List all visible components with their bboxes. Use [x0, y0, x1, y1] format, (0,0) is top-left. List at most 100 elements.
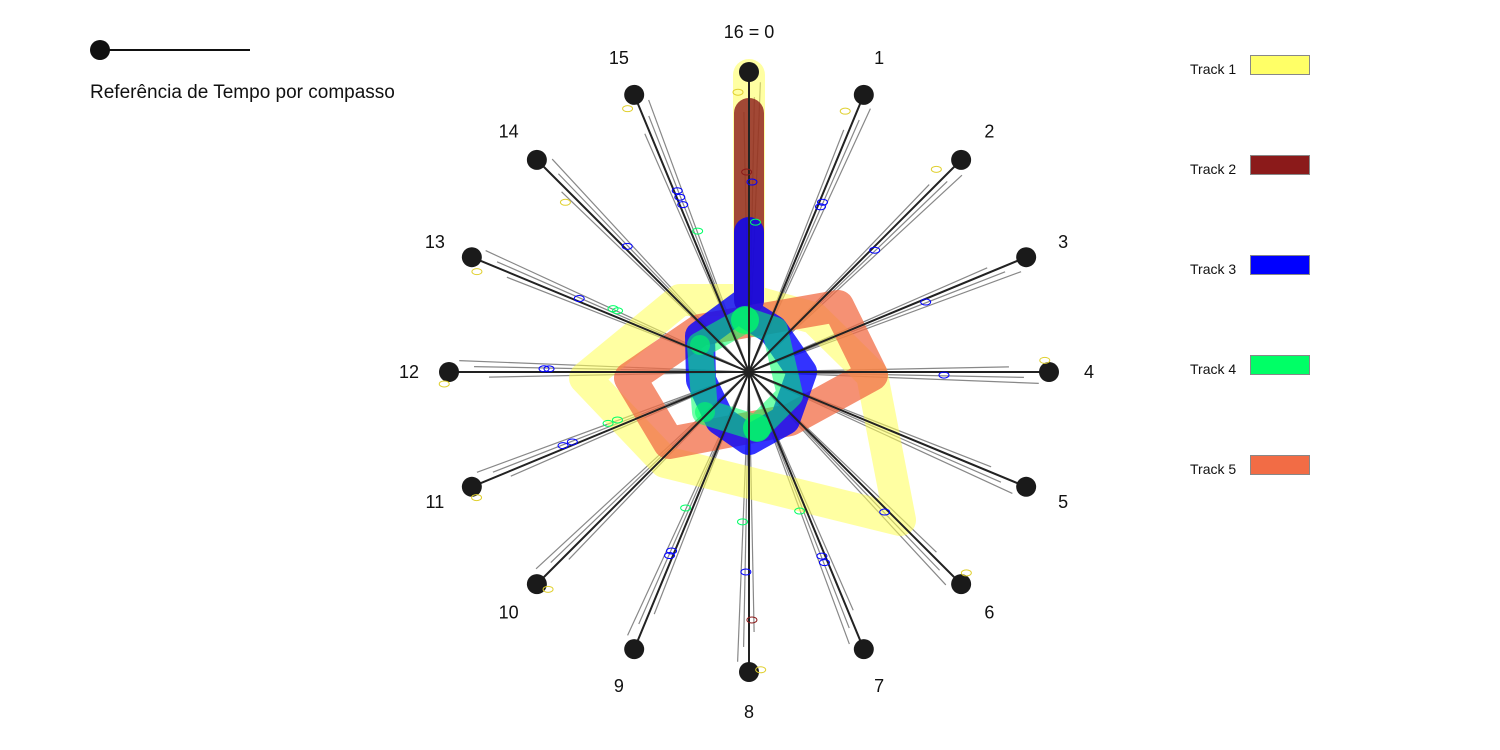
note-marker	[816, 198, 828, 206]
note-marker	[930, 165, 942, 173]
clock-position-dot	[526, 149, 547, 170]
clock-spoke	[633, 94, 750, 373]
clock-spoke	[471, 256, 750, 373]
clock-label: 9	[614, 676, 624, 696]
note-marker	[818, 559, 830, 567]
legend-swatch	[1250, 55, 1310, 75]
clock-spokes	[439, 62, 1059, 682]
clock-label: 15	[609, 48, 629, 68]
note-marker	[1039, 356, 1051, 364]
note-marker	[438, 380, 450, 388]
clock-position-dot	[461, 247, 482, 268]
clock-label: 12	[399, 362, 419, 382]
clock-label: 13	[425, 232, 445, 252]
note-marker	[732, 88, 744, 96]
clock-position-dot	[739, 662, 759, 682]
note-marker	[602, 419, 614, 427]
track-4-node	[695, 402, 715, 422]
clock-position-dot	[1039, 362, 1059, 382]
clock-position-dot	[951, 574, 972, 595]
clock-position-dot	[739, 62, 759, 82]
note-marker	[839, 107, 851, 115]
clock-label: 1	[874, 48, 884, 68]
clock-position-dot	[624, 84, 645, 105]
track-4-node	[731, 306, 759, 334]
clock-position-dot	[461, 476, 482, 497]
legend-swatch	[1250, 355, 1310, 375]
note-marker	[664, 552, 676, 560]
note-marker	[680, 504, 692, 512]
note-marker	[814, 203, 826, 211]
note-marker	[621, 242, 633, 250]
clock-label: 14	[499, 122, 519, 142]
clock-label: 8	[744, 702, 754, 722]
note-marker	[869, 246, 881, 254]
clock-spoke	[748, 371, 865, 650]
clock-label: 2	[984, 122, 994, 142]
track-shapes	[569, 59, 916, 536]
time-reference-label: Referência de Tempo por compasso	[90, 82, 395, 103]
clock-position-dot	[853, 84, 874, 105]
clock-label: 10	[499, 602, 519, 622]
time-reference-legend	[90, 40, 250, 60]
clock-position-dot	[624, 639, 645, 660]
note-marker	[559, 198, 571, 206]
clock-label: 7	[874, 676, 884, 696]
clock-spoke	[633, 371, 750, 650]
legend-swatch	[1250, 155, 1310, 175]
clock-label: 6	[984, 602, 994, 622]
clock-position-dot	[853, 639, 874, 660]
clock-label: 5	[1058, 492, 1068, 512]
clock-position-dot	[951, 149, 972, 170]
note-marker	[622, 105, 634, 113]
note-marker	[938, 371, 950, 379]
note-marker	[746, 178, 758, 186]
legend-swatch	[1250, 455, 1310, 475]
legend-label: Track 1	[1190, 61, 1237, 77]
note-marker	[755, 666, 767, 674]
legend-swatch	[1250, 255, 1310, 275]
note-markers	[438, 88, 1051, 674]
note-marker	[542, 585, 554, 593]
track-4-node	[743, 414, 771, 442]
legend-label: Track 5	[1190, 461, 1237, 477]
clock-spoke	[536, 159, 750, 373]
clock-label: 4	[1084, 362, 1094, 382]
clock-spoke	[536, 371, 750, 585]
note-marker	[749, 218, 761, 226]
note-marker	[746, 616, 758, 624]
legend-label: Track 2	[1190, 161, 1237, 177]
reference-dot	[90, 40, 110, 60]
clock-spoke	[748, 94, 865, 373]
clock-position-dot	[1016, 476, 1037, 497]
clock-position-dot	[1016, 247, 1037, 268]
note-marker	[671, 187, 683, 195]
clock-position-dot	[526, 574, 547, 595]
note-marker	[543, 365, 555, 373]
legend-label: Track 3	[1190, 261, 1237, 277]
note-marker	[471, 268, 483, 276]
note-marker	[607, 305, 619, 313]
note-marker	[538, 365, 550, 373]
clock-spoke	[471, 371, 750, 488]
note-marker	[920, 298, 932, 306]
note-marker	[879, 508, 891, 516]
clock-spoke	[748, 256, 1027, 373]
legend-label: Track 4	[1190, 361, 1237, 377]
note-marker	[960, 569, 972, 577]
note-marker	[566, 438, 578, 446]
note-marker	[611, 416, 623, 424]
note-marker	[692, 227, 704, 235]
clock-spoke	[748, 371, 962, 585]
note-marker	[740, 568, 752, 576]
note-marker	[471, 494, 483, 502]
clock-spoke	[748, 159, 962, 373]
clock-label: 16 = 0	[724, 22, 775, 42]
note-marker	[677, 201, 689, 209]
note-marker	[666, 547, 678, 555]
note-marker	[741, 168, 753, 176]
clock-spoke	[748, 371, 1027, 488]
note-marker	[557, 442, 569, 450]
